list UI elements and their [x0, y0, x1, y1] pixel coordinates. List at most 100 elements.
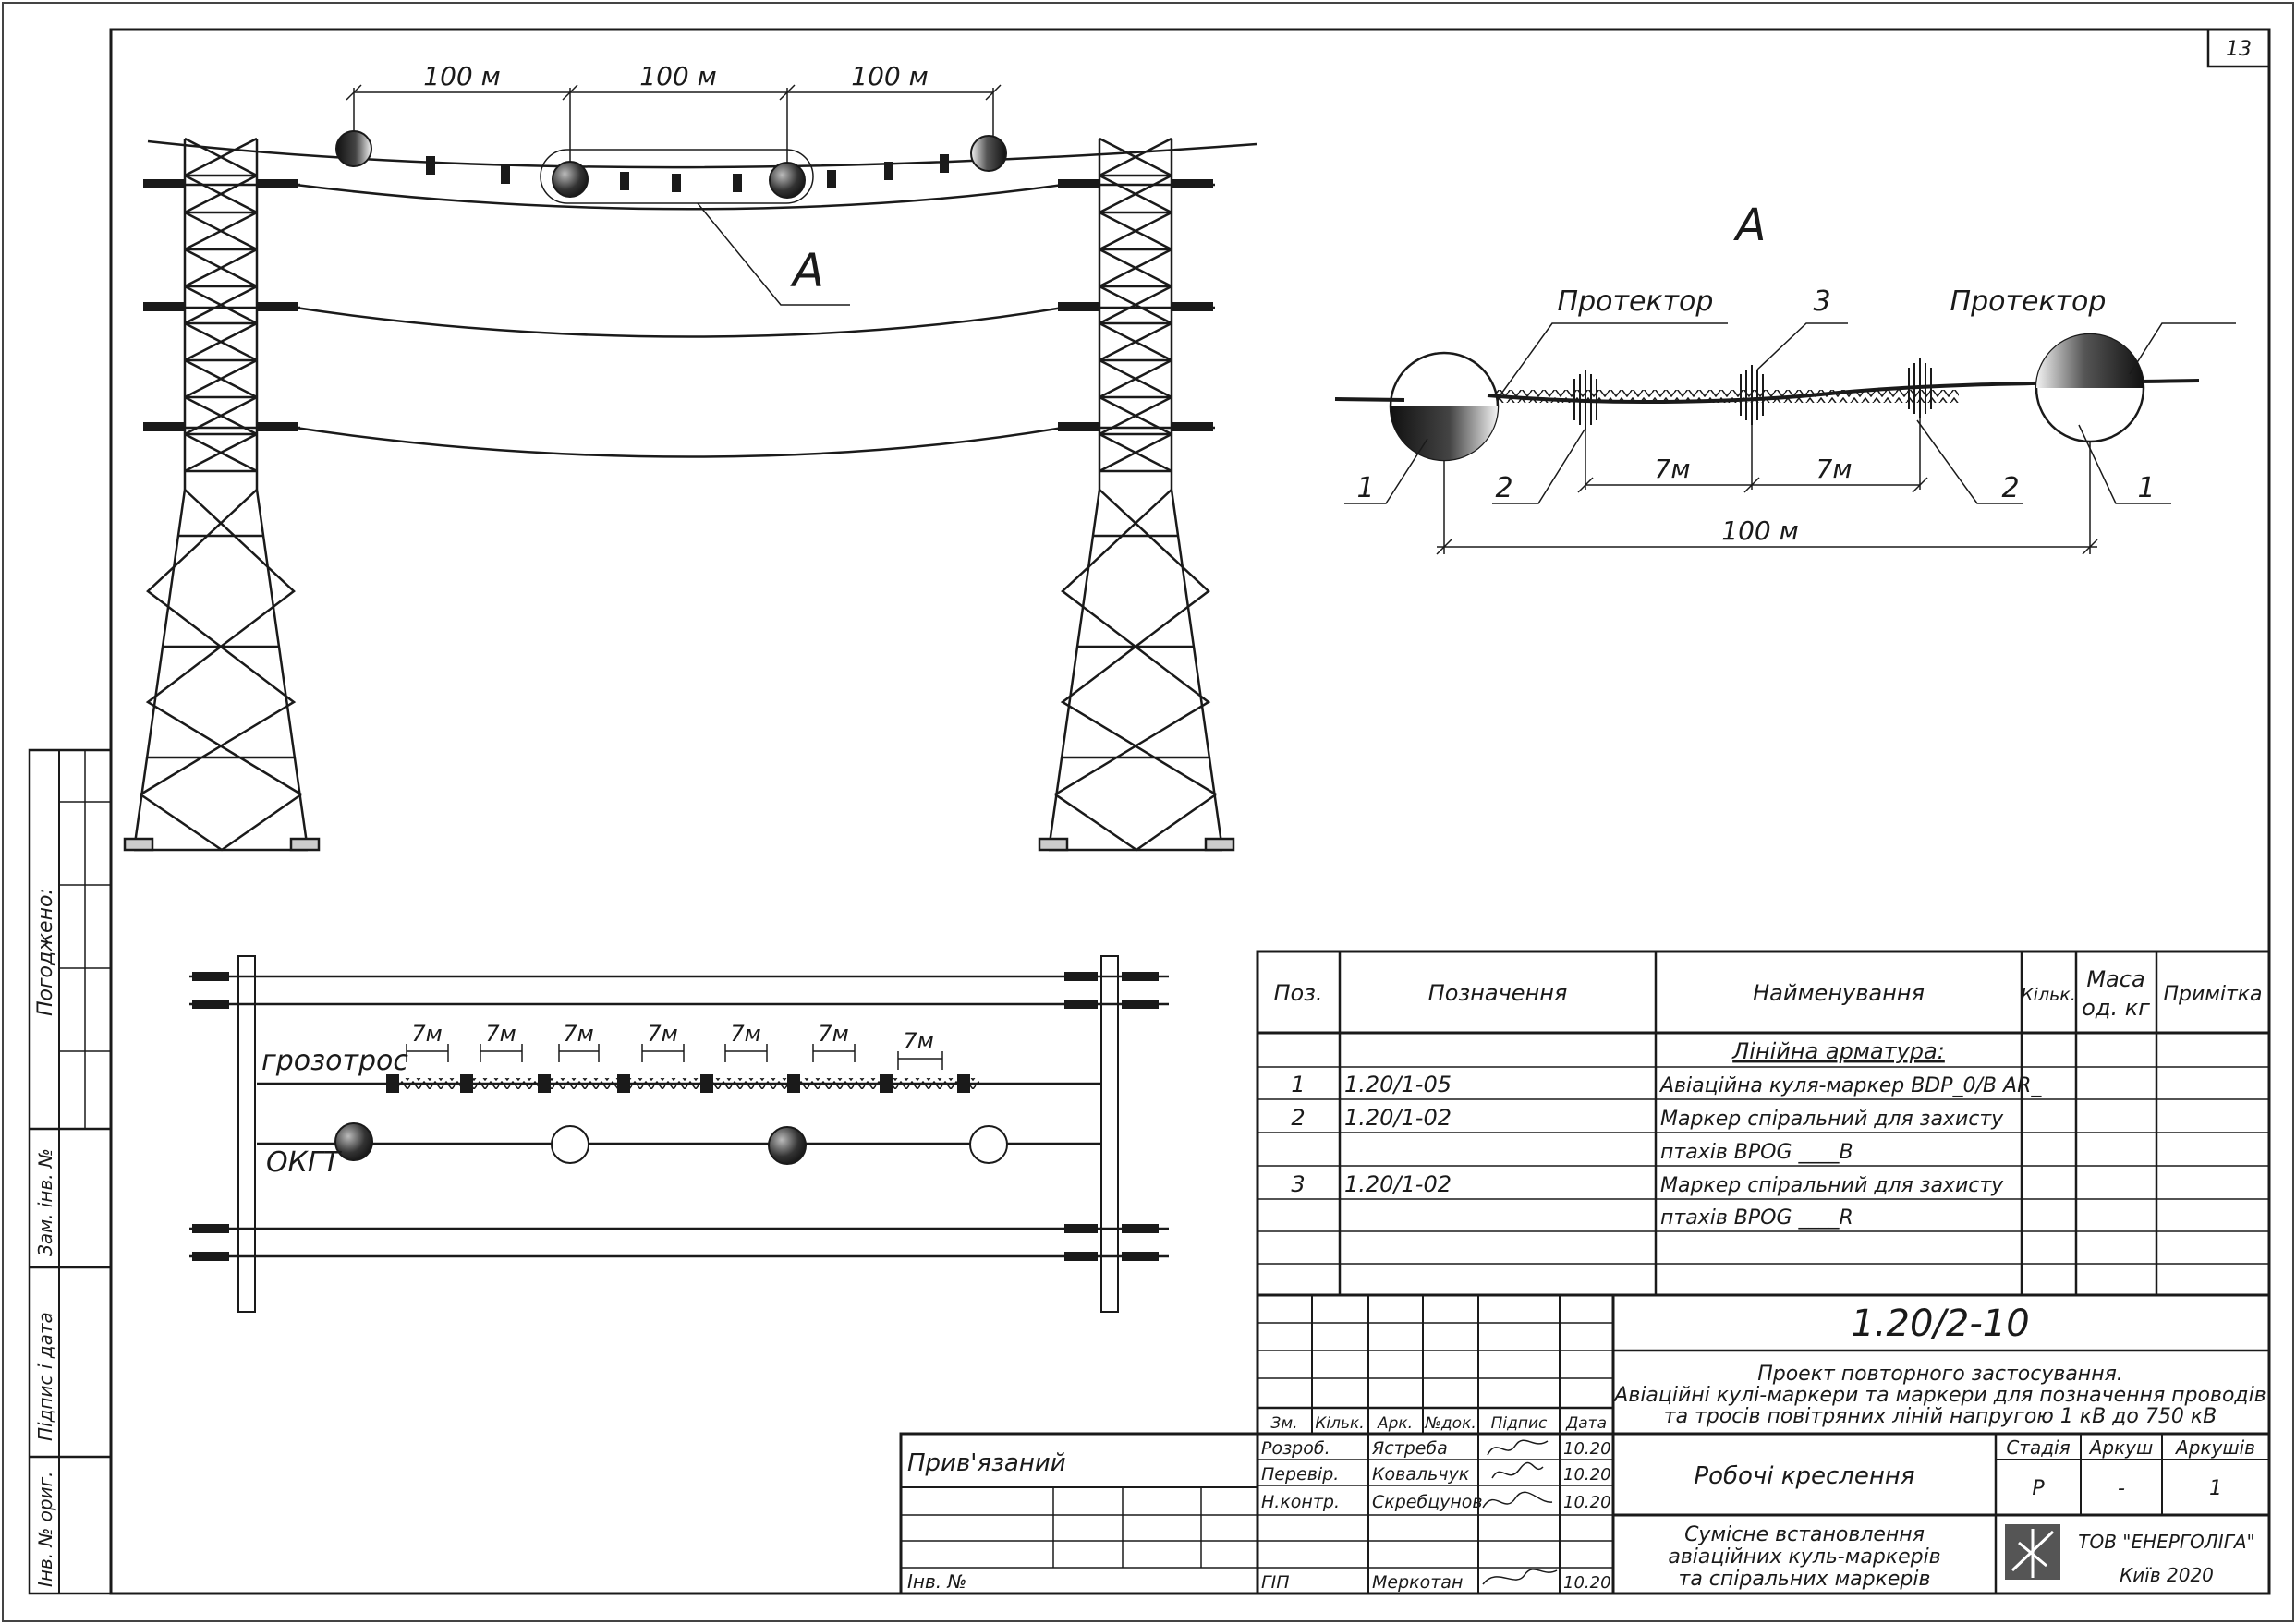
total-label: 100 м — [1721, 515, 1798, 546]
ground-wire-label: грозотрос — [261, 1045, 408, 1077]
sign-date-label: Підпис і дата — [34, 1312, 56, 1441]
inv-no-label: Інв. № — [907, 1570, 966, 1593]
project-line-3: та тросів повітряних ліній напругою 1 кВ… — [1664, 1405, 2217, 1428]
sheet-title-3: та спіральних маркерів — [1679, 1568, 1931, 1591]
sheet-value: - — [2118, 1477, 2125, 1500]
name-2: Ковальчук — [1372, 1464, 1470, 1485]
plan-gap-7: 7м — [903, 1028, 933, 1054]
signatures — [1482, 1439, 1558, 1585]
row1-designation: 1.20/1-05 — [1344, 1072, 1452, 1097]
plan-gap-2: 7м — [485, 1021, 516, 1047]
sheet-number: 13 — [2226, 38, 2252, 61]
stage-value: Р — [2032, 1477, 2045, 1500]
row5-name: птахів BPOG ____R — [1660, 1206, 1853, 1230]
plan-gap-4: 7м — [647, 1021, 677, 1047]
row2-name: Маркер спіральний для захисту — [1660, 1108, 2004, 1131]
plan-gap-3: 7м — [563, 1021, 593, 1047]
callout-leader — [697, 202, 850, 306]
ground-wire-spirals — [386, 1074, 970, 1093]
section-title: Лінійна арматура: — [1731, 1038, 1945, 1064]
elevation-view: 100 м 100 м 100 м А — [123, 61, 1257, 852]
sheets-label: Аркушів — [2174, 1436, 2255, 1459]
hdr-mass-l1: Маса — [2086, 966, 2144, 992]
hdr-name: Найменування — [1753, 980, 1925, 1006]
project-line-2: Авіаційні кулі-маркери та маркери для по… — [1612, 1384, 2266, 1407]
left-tower — [123, 137, 321, 852]
plan-gap-dimensions — [406, 1044, 943, 1070]
sheet-title-2: авіаційних куль-маркерів — [1668, 1545, 1940, 1569]
side-stamp: Погоджено: Зам. інв. № Підпис і дата Інв… — [28, 748, 113, 1595]
pos3-label: 3 — [1813, 285, 1830, 318]
detail-wire-zig — [1497, 390, 1959, 403]
hdr-qty: Кільк. — [2021, 985, 2076, 1005]
linked-label: Прив'язаний — [907, 1449, 1066, 1477]
row3-name: птахів BPOG ____B — [1660, 1141, 1853, 1164]
plan-phase-lines — [189, 975, 1169, 1258]
detail-leaders — [1344, 322, 2236, 504]
span-label-1: 100 м — [423, 61, 500, 91]
date-2: 10.20 — [1563, 1465, 1611, 1485]
callout-ellipse — [540, 149, 814, 204]
orig-inv-label: Інв. № ориг. — [34, 1472, 56, 1587]
gap2-label: 7м — [1816, 454, 1853, 484]
okgt-balls — [334, 1122, 1008, 1165]
detail-ball-right-fill — [2036, 334, 2144, 388]
date-4: 10.20 — [1563, 1573, 1611, 1593]
date-3: 10.20 — [1563, 1493, 1611, 1512]
span-dimensions — [346, 84, 1002, 163]
role-2: Перевір. — [1261, 1464, 1339, 1485]
working-drawings: Робочі креслення — [1694, 1462, 1914, 1490]
sheet-title-1: Сумісне встановлення — [1684, 1523, 1925, 1546]
protector-right-label: Протектор — [1950, 285, 2107, 318]
col-doc: №док. — [1424, 1414, 1476, 1433]
plan-insulators — [192, 972, 1159, 1261]
spiral-markers — [1573, 358, 1932, 430]
span-label-2: 100 м — [639, 61, 716, 91]
callout-letter: А — [790, 244, 824, 297]
gap1-label: 7м — [1655, 454, 1691, 484]
hdr-designation: Позначення — [1428, 980, 1568, 1006]
date-1: 10.20 — [1563, 1439, 1611, 1459]
title-block-text: 1.20/2-10 Проект повторного застосування… — [907, 1303, 2266, 1593]
pos1-left-label: 1 — [1356, 472, 1374, 504]
pos2-right-label: 2 — [2001, 472, 2019, 504]
col-ark: Арк. — [1377, 1414, 1413, 1433]
role-3: Н.контр. — [1261, 1492, 1340, 1512]
col-date: Дата — [1565, 1414, 1607, 1433]
col-qty: Кільк. — [1315, 1414, 1364, 1433]
sheets-value: 1 — [2209, 1477, 2222, 1500]
plan-poles — [237, 955, 1119, 1313]
name-4: Меркотан — [1372, 1572, 1463, 1593]
conductors — [147, 139, 1257, 458]
row1-name: Авіаційна куля-маркер BDP_0/B AR_ — [1658, 1074, 2042, 1097]
plan-gap-6: 7м — [818, 1021, 848, 1047]
company-logo-icon — [2005, 1524, 2060, 1580]
pos1-right-label: 1 — [2137, 472, 2155, 504]
pos2-left-label: 2 — [1495, 472, 1512, 504]
stage-label: Стадія — [2006, 1436, 2070, 1459]
row4-pos: 3 — [1291, 1171, 1305, 1197]
protector-left-label: Протектор — [1558, 285, 1714, 318]
plan-view: грозотрос 7м 7м 7м 7м 7м 7м 7м ОКГТ — [189, 955, 1169, 1313]
row2-designation: 1.20/1-02 — [1344, 1105, 1452, 1131]
hdr-pos: Поз. — [1273, 980, 1322, 1006]
title-block — [899, 1293, 2271, 1595]
company-name: ТОВ "ЕНЕРГОЛІГА" — [2078, 1531, 2254, 1553]
hdr-mass-l2: од. кг — [2082, 995, 2150, 1021]
sheet-label: Аркуш — [2088, 1436, 2154, 1459]
city-year: Київ 2020 — [2120, 1564, 2214, 1586]
agreed-label: Погоджено: — [34, 888, 57, 1016]
sheet-number-box: 13 — [2206, 28, 2271, 68]
span-label-3: 100 м — [851, 61, 928, 91]
replaced-inv-label: Зам. інв. № — [34, 1148, 56, 1256]
col-zm: Зм. — [1270, 1414, 1297, 1433]
detail-ball-left-fill — [1391, 406, 1498, 460]
plan-gap-1: 7м — [411, 1021, 442, 1047]
role-4: ГІП — [1261, 1572, 1289, 1593]
okgt-label: ОКГТ — [266, 1146, 343, 1179]
right-tower — [1038, 137, 1235, 852]
name-3: Скребцунов — [1372, 1492, 1483, 1512]
row4-designation: 1.20/1-02 — [1344, 1171, 1452, 1197]
